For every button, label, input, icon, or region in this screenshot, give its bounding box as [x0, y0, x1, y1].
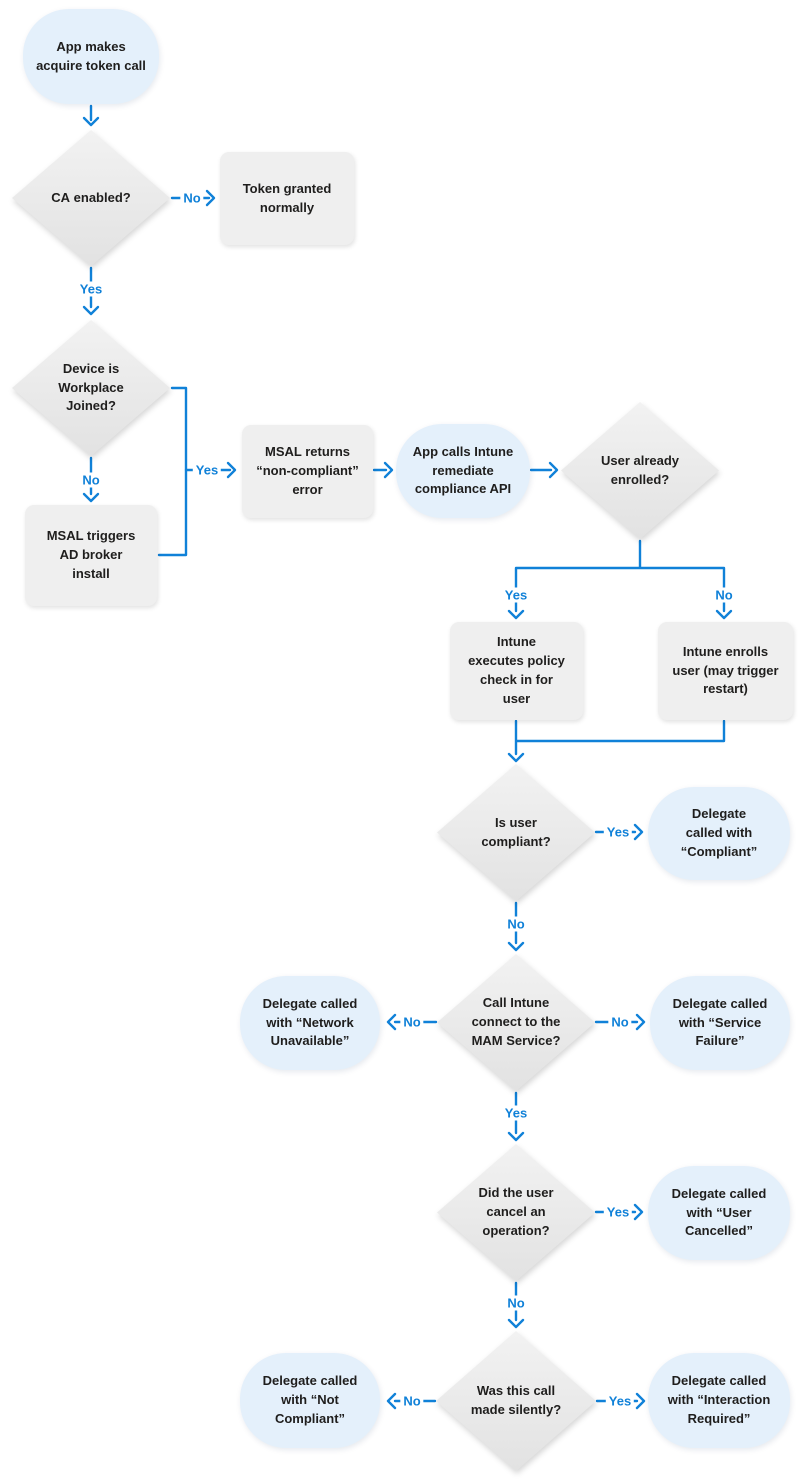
edge-error-to-remediate	[372, 461, 394, 479]
decision-mam-connect: Call Intune connect to the MAM Service?	[437, 954, 595, 1091]
node-label: Was this call made silently?	[470, 1383, 562, 1417]
node-label: Intune executes policy check in for user	[468, 634, 565, 706]
process-enroll-user: Intune enrolls user (may trigger restart…	[658, 622, 793, 720]
terminal-delegate-compliant: Delegate called with “Compliant”	[648, 787, 790, 880]
node-label: MSAL triggers AD broker install	[46, 528, 136, 581]
node-label: Intune enrolls user (may trigger restart…	[672, 643, 779, 697]
decision-ca-enabled: CA enabled?	[12, 130, 170, 266]
edge-label-enrolled-no: No	[712, 587, 736, 603]
edge-label-mam-yes: Yes	[501, 1105, 531, 1121]
node-label: App makes acquire token call	[36, 38, 146, 73]
decision-user-compliant: Is user compliant?	[437, 764, 595, 901]
process-token-granted: Token granted normally	[220, 152, 354, 245]
terminal-delegate-user-cancelled: Delegate called with “User Cancelled”	[648, 1166, 790, 1260]
node-label: App calls Intune remediate compliance AP…	[412, 443, 514, 497]
edge-label-silent-no: No	[400, 1393, 424, 1409]
edge-remediate-to-enrolled	[529, 461, 559, 479]
node-label: Device is Workplace Joined?	[58, 360, 124, 414]
decision-call-silent: Was this call made silently?	[436, 1331, 596, 1471]
terminal-delegate-service-failure: Delegate called with “Service Failure”	[650, 976, 790, 1070]
terminal-delegate-not-compliant: Delegate called with “Not Compliant”	[240, 1353, 380, 1448]
edge-label-enrolled-yes: Yes	[501, 587, 531, 603]
process-broker-install: MSAL triggers AD broker install	[25, 505, 157, 606]
edge-start-to-ca	[82, 104, 100, 127]
edge-label-ca-yes: Yes	[76, 281, 106, 297]
node-label: CA enabled?	[51, 189, 131, 205]
edge-merge-to-compliant	[507, 719, 726, 763]
terminal-start: App makes acquire token call	[23, 9, 159, 104]
edge-label-cancel-no: No	[504, 1295, 528, 1311]
node-label: Delegate called with “Network Unavailabl…	[262, 995, 358, 1049]
decision-user-cancel: Did the user cancel an operation?	[437, 1144, 595, 1281]
edge-label-mam-no-right: No	[608, 1014, 632, 1030]
node-label: Token granted normally	[242, 180, 332, 215]
decision-workplace-joined: Device is Workplace Joined?	[12, 320, 170, 456]
edge-label-compliant-yes: Yes	[603, 824, 633, 840]
edge-label-workplace-no: No	[79, 472, 103, 488]
terminal-delegate-interaction-required: Delegate called with “Interaction Requir…	[648, 1353, 790, 1448]
edge-label-silent-yes: Yes	[605, 1393, 635, 1409]
node-label: Delegate called with “Service Failure”	[672, 995, 768, 1049]
node-label: Delegate called with “Not Compliant”	[262, 1373, 358, 1426]
edge-label-compliant-no: No	[504, 916, 528, 932]
node-label: Delegate called with “Compliant”	[680, 806, 758, 859]
process-msal-error: MSAL returns “non-compliant” error	[242, 425, 373, 518]
terminal-remediate-api: App calls Intune remediate compliance AP…	[396, 424, 530, 518]
node-label: Did the user cancel an operation?	[478, 1185, 554, 1238]
node-label: Is user compliant?	[481, 814, 551, 849]
node-label: Call Intune connect to the MAM Service?	[471, 995, 561, 1048]
edge-enrolled-split	[507, 539, 733, 620]
node-label: Delegate called with “Interaction Requir…	[667, 1373, 771, 1426]
edge-label-cancel-yes: Yes	[603, 1204, 633, 1220]
terminal-delegate-network-unavailable: Delegate called with “Network Unavailabl…	[240, 976, 380, 1070]
process-policy-checkin: Intune executes policy check in for user	[450, 622, 583, 720]
node-label: MSAL returns “non-compliant” error	[256, 444, 359, 497]
edge-label-mam-no-left: No	[400, 1014, 424, 1030]
decision-user-enrolled: User already enrolled?	[561, 402, 719, 539]
edge-label-ca-no: No	[180, 190, 204, 206]
edge-label-workplace-yes: Yes	[192, 462, 222, 478]
node-label: Delegate called with “User Cancelled”	[671, 1185, 767, 1239]
ca-abbreviation: CA	[51, 189, 71, 205]
node-label: User already enrolled?	[600, 452, 680, 487]
